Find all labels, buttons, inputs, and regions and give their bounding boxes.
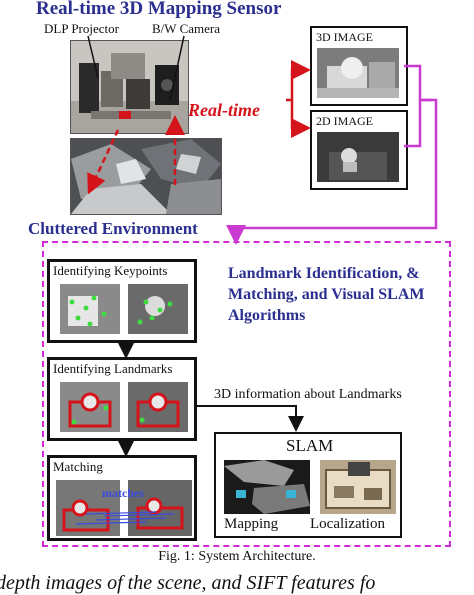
projection-ray (87, 129, 120, 195)
depth-image (317, 48, 399, 98)
realtime-arrow-3d (286, 60, 311, 102)
camera-image (317, 132, 399, 182)
sensor-title: Real-time 3D Mapping Sensor (36, 0, 282, 19)
image2d-box: 2D IMAGE (310, 110, 408, 190)
landmarks-to-slam-arrow (200, 405, 304, 432)
environment-label: Cluttered Environment (28, 219, 198, 238)
footer-text: depth images of the scene, and SIFT feat… (0, 572, 376, 594)
mapping-image (224, 460, 310, 514)
stage-landmarks-label: Identifying Landmarks (53, 361, 173, 376)
matches-label: matches (102, 486, 144, 500)
slam-title: SLAM (286, 436, 334, 455)
stage-keypoints-label: Identifying Keypoints (53, 263, 168, 278)
image3d-box: 3D IMAGE (310, 26, 408, 106)
realtime-arrow-2d (290, 100, 311, 138)
projector-label: DLP Projector (44, 21, 119, 36)
figure-caption: Fig. 1: System Architecture. (158, 549, 316, 564)
slam-box: SLAM Mapping Localization (214, 432, 402, 538)
sensor-rig-image (71, 41, 188, 133)
info3d-label: 3D information about Landmarks (214, 387, 402, 402)
matching-images (56, 480, 192, 536)
camera-pointer (169, 35, 185, 101)
localization-image (320, 460, 396, 514)
pipeline-input-flow (226, 98, 438, 245)
realtime-label: Real-time (188, 100, 260, 120)
keypoints-images (60, 284, 188, 334)
projector-pointer (87, 35, 99, 79)
localization-label: Localization (310, 516, 385, 532)
stage-keypoints: Identifying Keypoints (47, 259, 197, 343)
camera-label: B/W Camera (152, 21, 220, 36)
pipeline-title: Landmark Identification, & Matching, and… (228, 265, 425, 324)
landmarks-images (60, 382, 188, 432)
mapping-label: Mapping (224, 516, 279, 532)
image2d-label: 2D IMAGE (316, 114, 373, 128)
pipeline-region (42, 241, 451, 547)
image3d-flow (404, 64, 432, 102)
stage-matching: Matching matches (47, 455, 197, 541)
stage-matching-label: Matching (53, 459, 103, 474)
stage-landmarks: Identifying Landmarks (47, 357, 197, 441)
image3d-label: 3D IMAGE (316, 30, 373, 44)
sensor-photo (70, 40, 189, 134)
image2d-flow (404, 100, 422, 148)
